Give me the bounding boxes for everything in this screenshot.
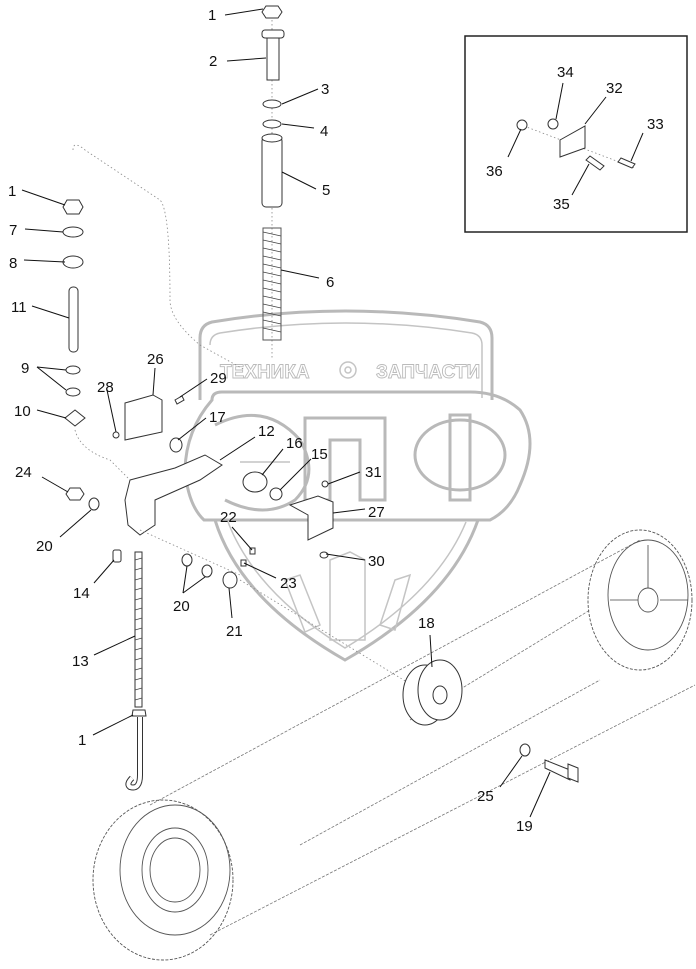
callout-23: 23 <box>280 575 297 592</box>
idler-arm-12 <box>124 454 223 536</box>
callout-35: 35 <box>553 196 570 213</box>
plate-32 <box>559 125 586 158</box>
bolt-head-2 <box>261 29 285 39</box>
washer-15 <box>269 487 283 501</box>
bushing-16 <box>242 471 268 493</box>
callout-6: 6 <box>326 274 334 291</box>
upper-stack <box>261 5 285 360</box>
bracket-26 <box>124 394 163 441</box>
callout-25: 25 <box>477 788 494 805</box>
callout-17: 17 <box>209 409 226 426</box>
plate-10 <box>64 409 86 427</box>
washer-7 <box>62 226 84 238</box>
nut-24 <box>65 487 85 501</box>
callout-9: 9 <box>21 360 29 377</box>
callout-7: 7 <box>9 222 17 239</box>
callout-29: 29 <box>210 370 227 387</box>
inset-box <box>464 35 688 233</box>
callout-3: 3 <box>321 81 329 98</box>
callout-18: 18 <box>418 615 435 632</box>
callout-4: 4 <box>320 123 328 140</box>
washer-20c <box>201 564 213 578</box>
callout-1-left: 1 <box>8 183 16 200</box>
bolt-shank-2 <box>266 37 280 81</box>
callout-11: 11 <box>11 299 27 316</box>
belt-drive <box>92 529 696 961</box>
screw-29 <box>174 395 185 405</box>
washer-9a <box>65 365 81 375</box>
lockwasher-8 <box>62 255 84 269</box>
callout-12: 12 <box>258 423 275 440</box>
nut-34 <box>547 118 559 130</box>
callouts: 1 2 3 4 5 6 1 7 8 11 9 10 24 20 14 13 1 <box>8 7 664 835</box>
stop-bracket-27 <box>288 495 334 541</box>
washer-25 <box>519 743 531 757</box>
callout-15: 15 <box>311 446 328 463</box>
callout-20a: 20 <box>36 538 53 555</box>
idler-pulley-18 <box>402 659 463 726</box>
callout-20b: 20 <box>173 598 190 615</box>
callout-5: 5 <box>322 182 330 199</box>
gear-icon <box>339 361 357 379</box>
callout-36: 36 <box>486 163 503 180</box>
callout-14: 14 <box>73 585 90 602</box>
callout-32: 32 <box>606 80 623 97</box>
setscrew-22 <box>249 547 256 555</box>
arm-assembly <box>65 394 421 691</box>
callout-34: 34 <box>557 64 574 81</box>
nut-1-left <box>62 199 84 215</box>
callout-1: 1 <box>208 7 216 24</box>
left-stack <box>62 144 246 491</box>
callout-24: 24 <box>15 464 32 481</box>
nut-31 <box>321 480 329 488</box>
washer-20b <box>181 553 193 567</box>
screw-30 <box>319 551 329 559</box>
nut-1-lower <box>131 709 147 717</box>
callout-21: 21 <box>226 623 243 640</box>
callout-28: 28 <box>97 379 114 396</box>
washer-9b <box>65 387 81 397</box>
nut-36 <box>516 119 528 131</box>
callout-10: 10 <box>14 403 31 420</box>
washer-4 <box>262 119 282 129</box>
callout-30: 30 <box>368 553 385 570</box>
tube-5 <box>261 136 283 208</box>
callout-16: 16 <box>286 435 303 452</box>
nut-28 <box>112 431 120 439</box>
callout-8: 8 <box>9 255 17 272</box>
rod-11 <box>68 286 79 353</box>
inset-parts <box>516 118 636 171</box>
washer-3 <box>262 99 282 109</box>
fitting-14 <box>112 549 122 563</box>
callout-26: 26 <box>147 351 164 368</box>
bolt-33 <box>617 157 636 169</box>
watermark-logo: ТЕХНИКА ЗАПЧАСТИ <box>183 309 532 662</box>
callout-2: 2 <box>209 53 217 70</box>
threaded-rod-13 <box>125 551 147 791</box>
callout-1-lower: 1 <box>78 732 86 749</box>
collar-21 <box>222 571 238 589</box>
washer-17 <box>169 437 183 453</box>
watermark-text-right: ЗАПЧАСТИ <box>376 362 480 383</box>
callout-27: 27 <box>368 504 385 521</box>
callout-31: 31 <box>365 464 382 481</box>
setscrew-23 <box>240 559 247 567</box>
callout-22: 22 <box>220 509 237 526</box>
washer-20a <box>88 497 100 511</box>
nut-1 <box>261 5 283 19</box>
bolt-19 <box>544 759 571 781</box>
callout-33: 33 <box>647 116 664 133</box>
spring-6 <box>262 227 282 341</box>
bolt-35 <box>585 155 605 171</box>
watermark-text-left: ТЕХНИКА <box>220 362 310 383</box>
callout-19: 19 <box>516 818 533 835</box>
callout-13: 13 <box>72 653 89 670</box>
